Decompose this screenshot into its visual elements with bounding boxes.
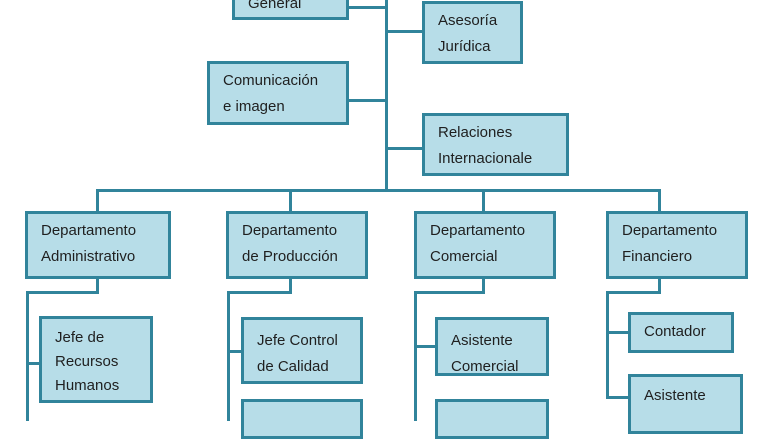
node-label: e imagen	[223, 98, 285, 115]
connector-line	[386, 30, 424, 33]
connector-line	[26, 291, 99, 294]
node-label: Recursos	[55, 353, 119, 370]
connector-line	[606, 331, 630, 334]
node-label: Comunicación	[223, 72, 319, 89]
node-label: Asistente	[451, 332, 513, 349]
connector-line	[96, 189, 99, 213]
connector-line	[227, 350, 243, 353]
connector-line	[96, 189, 661, 192]
connector-line	[348, 6, 386, 9]
connector-line	[96, 277, 99, 293]
connector-line	[414, 291, 485, 294]
connector-line	[289, 189, 292, 213]
node-comercial-sub	[435, 399, 549, 439]
connector-line	[606, 291, 609, 399]
node-label: General	[248, 0, 302, 12]
connector-line	[385, 0, 388, 192]
connector-line	[227, 291, 230, 421]
node-label: Comercial	[451, 358, 519, 375]
node-label: Departamento	[41, 222, 137, 239]
node-label: Asistente	[644, 387, 706, 404]
node-label: Jefe de	[55, 329, 105, 346]
connector-line	[414, 345, 437, 348]
node-label: Departamento	[430, 222, 526, 239]
node-label: de Producción	[242, 248, 338, 265]
connector-line	[26, 362, 42, 365]
node-contador: Contador	[628, 312, 734, 353]
node-jefe-calidad: Jefe Control de Calidad	[241, 317, 363, 384]
node-produccion-sub	[241, 399, 363, 439]
connector-line	[482, 189, 485, 213]
connector-line	[658, 277, 661, 293]
connector-line	[348, 99, 386, 102]
node-label: Administrativo	[41, 248, 136, 265]
node-label: Comercial	[430, 248, 498, 265]
node-label: Jurídica	[438, 38, 491, 55]
connector-line	[606, 396, 630, 399]
node-label: Asesoría	[438, 12, 498, 29]
node-label: Financiero	[622, 248, 693, 265]
node-label: Contador	[644, 323, 706, 340]
node-label: Departamento	[242, 222, 338, 239]
connector-line	[227, 291, 292, 294]
node-label: Departamento	[622, 222, 718, 239]
node-label: Relaciones	[438, 124, 513, 141]
node-gerencia-general: General	[232, 0, 349, 20]
node-comunicacion: Comunicación e imagen	[207, 61, 349, 125]
connector-line	[26, 291, 29, 421]
connector-line	[606, 291, 661, 294]
node-dept-produccion: Departamento de Producción	[226, 211, 368, 279]
connector-line	[414, 291, 417, 421]
node-asistente-financiero: Asistente	[628, 374, 743, 434]
node-label: Jefe Control	[257, 332, 338, 349]
node-label: de Calidad	[257, 358, 329, 375]
connector-line	[658, 189, 661, 213]
connector-line	[289, 277, 292, 293]
connector-line	[386, 147, 424, 150]
node-label: Internacionale	[438, 150, 533, 167]
connector-line	[482, 277, 485, 293]
node-label: Humanos	[55, 377, 120, 394]
